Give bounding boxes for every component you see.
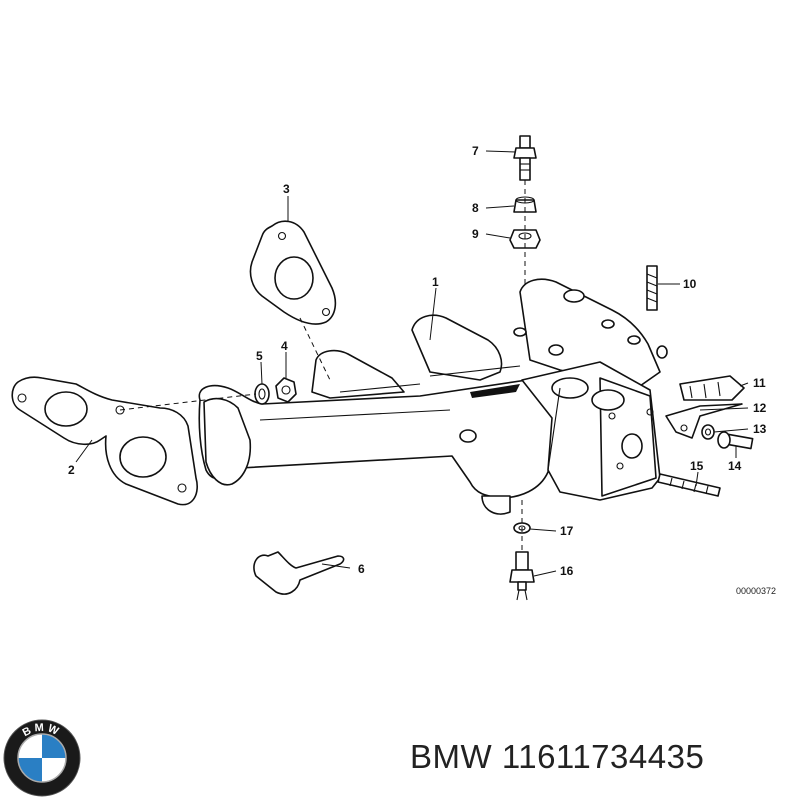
callout-16: 16 — [560, 564, 574, 578]
part-number-label: BMW 11611734435 — [410, 738, 705, 775]
leader-lines — [75, 150, 749, 577]
long-stud-part — [657, 473, 721, 497]
callout-7: 7 — [472, 144, 479, 158]
callout-14: 14 — [728, 459, 742, 473]
callout-12: 12 — [753, 401, 767, 415]
sealing-ring-part — [513, 196, 537, 213]
exploded-parts-diagram: 1 2 3 4 5 6 7 8 9 10 11 12 13 14 15 16 1… — [11, 135, 776, 601]
hex-nut-part — [275, 377, 297, 403]
callout-4: 4 — [281, 339, 288, 353]
callout-11: 11 — [753, 376, 766, 390]
callout-10: 10 — [683, 277, 697, 291]
callout-1: 1 — [432, 275, 439, 289]
callout-15: 15 — [690, 459, 704, 473]
temp-sensor-bottom-part — [509, 551, 535, 601]
callout-9: 9 — [472, 227, 479, 241]
stud-part — [646, 265, 658, 311]
bmw-logo-icon: BMW — [3, 719, 81, 797]
bracket-part — [679, 375, 745, 401]
washer-part — [254, 383, 270, 405]
washer-small-part — [701, 424, 715, 440]
callout-3: 3 — [283, 182, 290, 196]
bolt-part — [717, 431, 754, 450]
drawing-reference-number: 00000372 — [736, 586, 776, 596]
callout-17: 17 — [560, 524, 574, 538]
callout-13: 13 — [753, 422, 767, 436]
gasket-small-part — [249, 220, 337, 325]
gasket-large-part — [11, 376, 198, 506]
intake-manifold-part — [198, 278, 668, 515]
plate-part — [665, 403, 743, 439]
callout-8: 8 — [472, 201, 479, 215]
bmw-logo-letters: BMW — [21, 722, 60, 739]
callout-6: 6 — [358, 562, 365, 576]
callout-5: 5 — [256, 349, 263, 363]
callout-2: 2 — [68, 463, 75, 477]
temp-sensor-top-part — [513, 135, 537, 181]
clip-part — [253, 551, 345, 595]
svg-text:BMW: BMW — [21, 722, 63, 739]
